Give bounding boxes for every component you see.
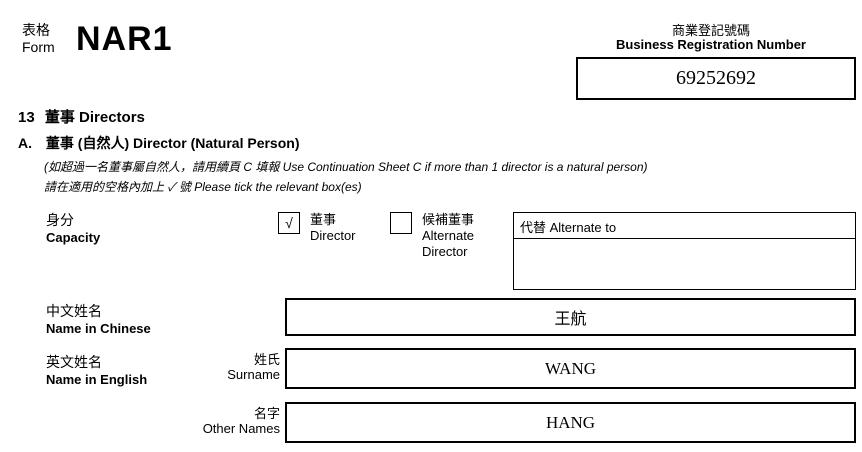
chinese-name-field[interactable]: 王航 <box>285 298 856 336</box>
other-names-label-en: Other Names <box>202 421 280 436</box>
surname-field[interactable]: WANG <box>285 348 856 389</box>
english-name-label: 英文姓名 Name in English <box>46 352 147 387</box>
capacity-label: 身分 Capacity <box>46 210 100 245</box>
director-checkmark: √ <box>285 215 293 231</box>
subsection-title: 董事 (自然人) Director (Natural Person) <box>45 135 300 151</box>
capacity-label-zh: 身分 <box>46 212 74 228</box>
brn-label-zh: 商業登記號碼 <box>671 23 750 38</box>
surname-label-en: Surname <box>227 367 280 382</box>
other-names-label: 名字 Other Names <box>180 406 280 436</box>
other-names-value: HANG <box>545 412 596 432</box>
director-checkbox[interactable]: √ <box>278 212 300 234</box>
continuation-note: (如超過一名董事屬自然人，請用續頁 C 填報 Use Continuation … <box>44 160 648 174</box>
section-title: 董事 Directors <box>44 109 145 126</box>
subsection-heading: A. 董事 (自然人) Director (Natural Person) <box>18 133 299 153</box>
section-number: 13 <box>18 109 35 126</box>
section-heading: 13 董事 Directors <box>18 106 145 127</box>
director-label-en: Director <box>310 228 356 243</box>
other-names-label-zh: 名字 <box>253 406 280 421</box>
surname-label: 姓氏 Surname <box>180 352 280 382</box>
surname-value: WANG <box>545 358 596 378</box>
english-name-label-zh: 英文姓名 <box>46 354 102 370</box>
subsection-letter: A. <box>18 135 32 151</box>
capacity-label-en: Capacity <box>46 230 101 245</box>
chinese-name-value: 王航 <box>554 311 587 328</box>
alternate-director-checkbox-label: 候補董事 Alternate Director <box>422 212 474 260</box>
alternate-to-value <box>514 239 855 289</box>
brn-input[interactable]: 69252692 <box>576 57 856 100</box>
director-label-zh: 董事 <box>310 212 337 227</box>
chinese-name-label-en: Name in Chinese <box>46 321 151 336</box>
form-label-en: Form <box>22 39 55 55</box>
alternate-director-checkbox[interactable] <box>390 212 412 234</box>
director-checkbox-label: 董事 Director <box>310 212 356 244</box>
alternate-label-zh: 候補董事 <box>422 212 475 227</box>
alternate-label-en1: Alternate <box>422 228 475 243</box>
form-label-zh: 表格 <box>22 22 50 38</box>
english-name-label-en: Name in English <box>46 372 148 387</box>
alternate-label-en2: Director <box>422 244 468 259</box>
surname-label-zh: 姓氏 <box>253 352 280 367</box>
form-label: 表格 Form <box>22 22 55 56</box>
form-code: NAR1 <box>76 20 173 58</box>
alternate-to-field[interactable]: 代替 Alternate to <box>513 212 856 290</box>
tick-instruction: 請在適用的空格內加上 ✓ 號 Please tick the relevant … <box>44 180 362 194</box>
other-names-field[interactable]: HANG <box>285 402 856 443</box>
chinese-name-label-zh: 中文姓名 <box>46 303 102 319</box>
brn-label-en: Business Registration Number <box>616 37 806 52</box>
brn-value: 69252692 <box>676 67 756 89</box>
alternate-to-label: 代替 Alternate to <box>514 213 855 239</box>
chinese-name-label: 中文姓名 Name in Chinese <box>46 301 151 336</box>
